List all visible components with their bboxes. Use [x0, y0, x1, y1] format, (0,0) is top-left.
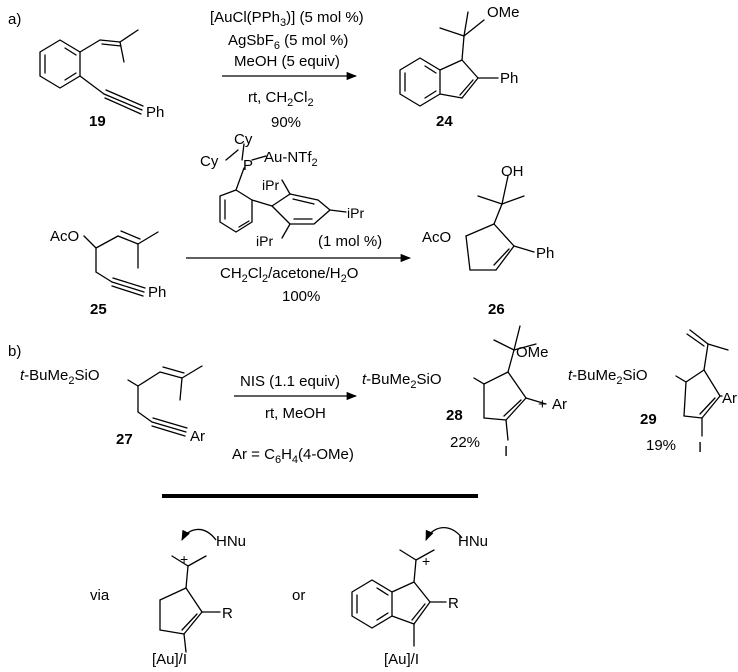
- compound-26-ph: Ph: [536, 245, 554, 262]
- section-a-label: a): [8, 11, 21, 28]
- hnu-2: HNu: [458, 533, 488, 550]
- catalyst-cy-top: Cy: [234, 131, 253, 148]
- compound-25-structure: [83, 230, 159, 297]
- compound-26-structure: [465, 175, 535, 271]
- intermediate-2-r: R: [448, 595, 459, 612]
- compound-28-ome: OMe: [516, 344, 549, 361]
- reaction1-reagent-1: [AuCl(PPh3)] (5 mol %): [210, 9, 364, 29]
- compound-28-i: I: [504, 443, 508, 460]
- compound-24-structure: [399, 11, 499, 107]
- compound-28-silyl: t-BuMe2SiO: [362, 371, 442, 391]
- catalyst-loading: (1 mol %): [318, 233, 382, 250]
- reaction1-yield: 90%: [271, 114, 301, 131]
- via-label: via: [90, 587, 110, 604]
- compound-19-label: 19: [89, 113, 106, 130]
- catalyst-cy-left: Cy: [200, 153, 219, 170]
- compound-29-structure: [675, 329, 729, 437]
- hnu-1: HNu: [216, 533, 246, 550]
- compound-26-label: 26: [488, 301, 505, 318]
- compound-27-structure: [127, 365, 203, 437]
- compound-29-ar: Ar: [722, 390, 737, 407]
- reaction3-plus: +: [538, 396, 547, 413]
- compound-25-aco: AcO: [50, 228, 79, 245]
- compound-19-structure: [39, 29, 144, 115]
- compound-27-label: 27: [116, 431, 133, 448]
- compound-29-label: 29: [640, 411, 657, 428]
- gold-catalyst-structure: [219, 143, 347, 239]
- compound-25-ph: Ph: [148, 284, 166, 301]
- catalyst-ipr-bottom: iPr: [256, 233, 273, 249]
- compound-28-ar: Ar: [552, 396, 567, 413]
- catalyst-ipr-top: iPr: [262, 177, 279, 193]
- or-label: or: [292, 587, 305, 604]
- reaction3-conditions: rt, MeOH: [265, 405, 326, 422]
- compound-27-silyl: t-BuMe2SiO: [20, 367, 100, 387]
- cation-plus-2: +: [422, 553, 430, 569]
- catalyst-ipr-right: iPr: [347, 205, 364, 221]
- compound-24-ph: Ph: [500, 70, 518, 87]
- compound-24-label: 24: [436, 113, 453, 130]
- compound-19-ph: Ph: [146, 104, 164, 121]
- intermediate-1-r: R: [222, 605, 233, 622]
- reaction3-ar-definition: Ar = C6H4(4-OMe): [232, 446, 354, 466]
- intermediate-2-au: [Au]/I: [384, 651, 419, 668]
- compound-24-ome: OMe: [487, 4, 520, 21]
- reaction3-reagent: NIS (1.1 equiv): [240, 373, 340, 390]
- curved-arrow-2: [425, 527, 463, 541]
- compound-25-label: 25: [90, 301, 107, 318]
- reaction1-reagent-2: AgSbF6 (5 mol %): [228, 32, 348, 52]
- compound-26-oh: OH: [501, 163, 524, 180]
- compound-28-yield: 22%: [450, 434, 480, 451]
- compound-29-i: I: [698, 439, 702, 456]
- compound-29-yield: 19%: [646, 437, 676, 454]
- compound-29-silyl: t-BuMe2SiO: [568, 367, 648, 387]
- intermediate-1-structure: [159, 555, 221, 653]
- compound-28-label: 28: [446, 407, 463, 424]
- catalyst-au: Au-NTf2: [264, 149, 318, 169]
- section-b-label: b): [8, 343, 21, 360]
- compound-27-ar: Ar: [190, 428, 205, 445]
- curved-arrow-1: [181, 528, 217, 541]
- catalyst-p: P: [243, 157, 253, 174]
- reaction2-yield: 100%: [282, 288, 320, 305]
- reaction2-solvent: CH2Cl2/acetone/H2O: [220, 265, 358, 285]
- cation-plus-1: +: [180, 551, 188, 567]
- reaction1-conditions: rt, CH2Cl2: [248, 89, 314, 109]
- intermediate-2-structure: [351, 549, 447, 647]
- compound-26-aco: AcO: [422, 229, 451, 246]
- intermediate-1-au: [Au]/I: [152, 651, 187, 668]
- reaction1-reagent-3: MeOH (5 equiv): [234, 53, 340, 70]
- compound-28-structure: [473, 325, 547, 441]
